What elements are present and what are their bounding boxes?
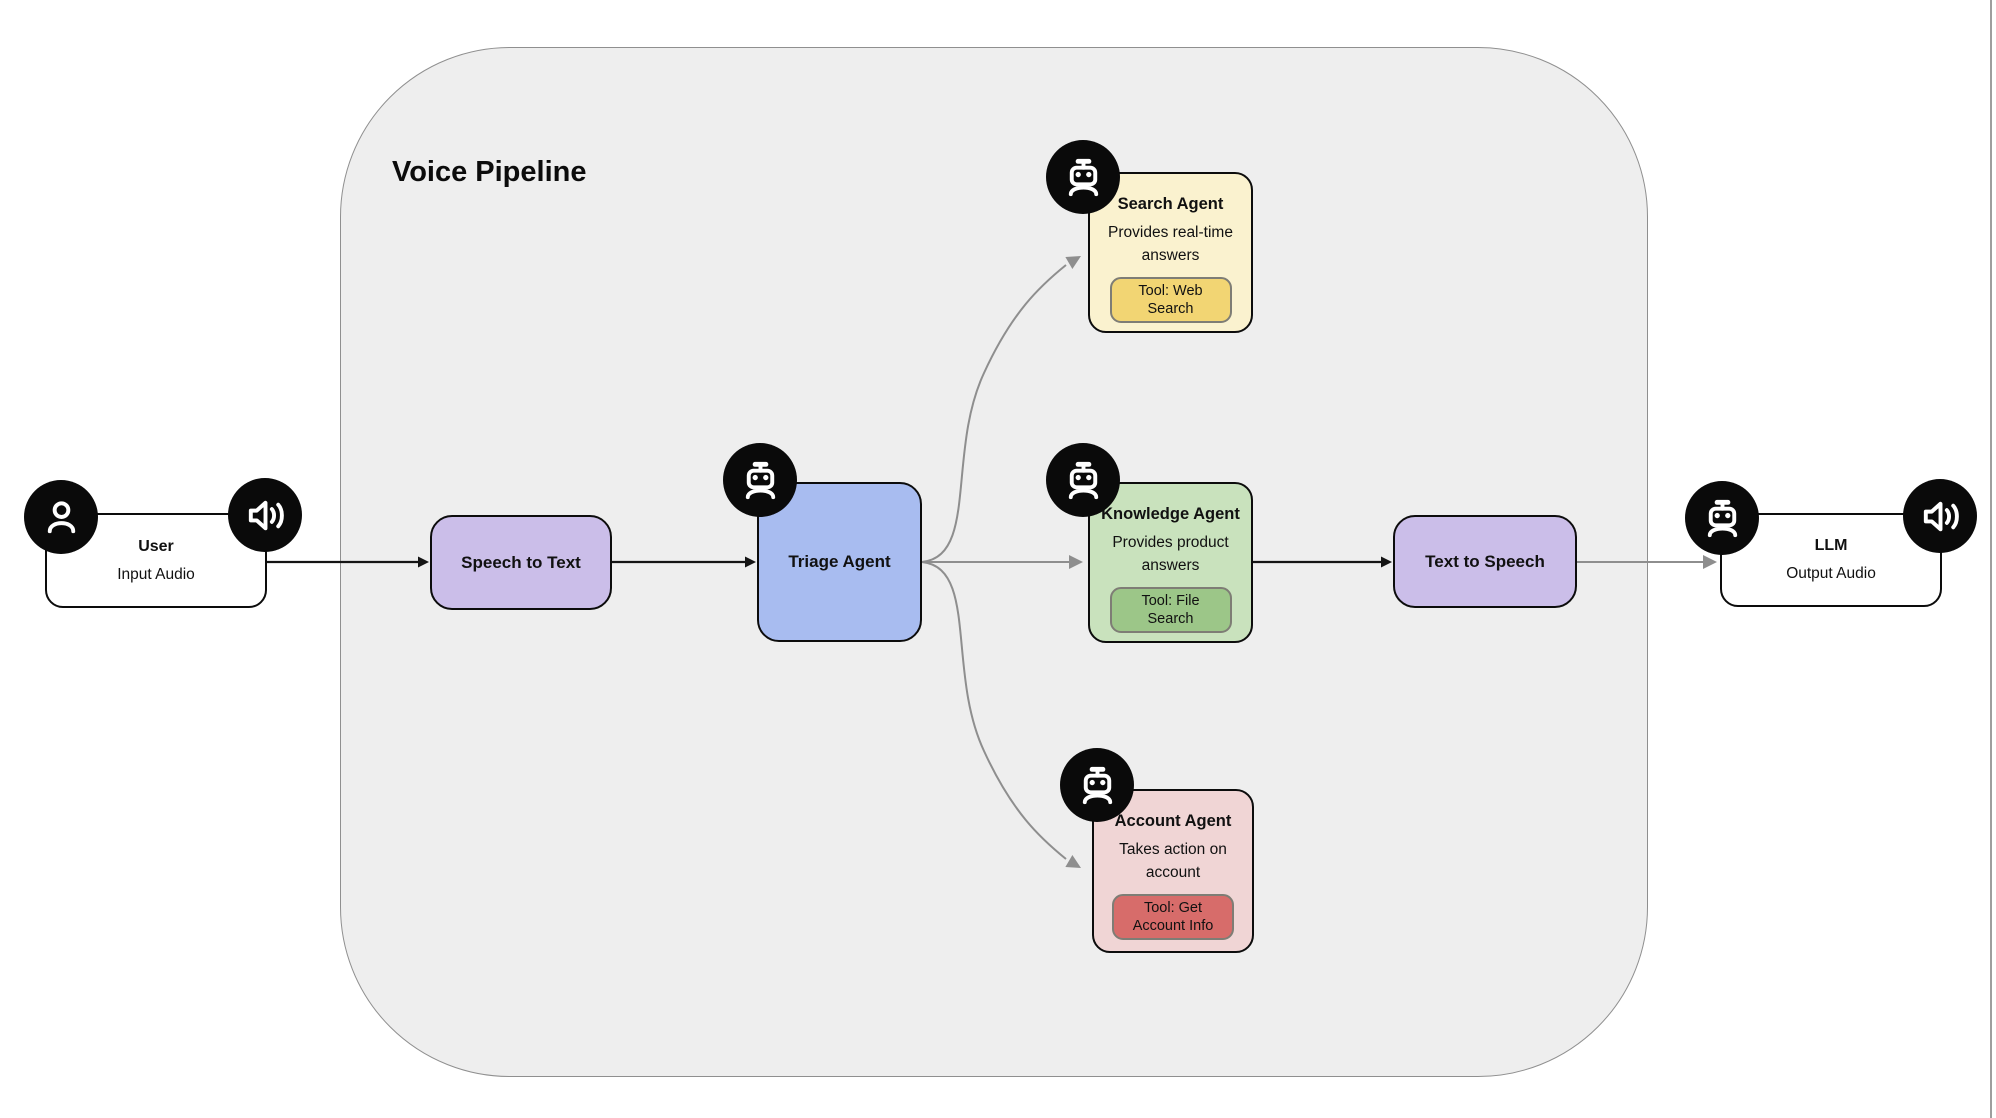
account-agent-badge [1060,748,1134,822]
speaker-icon [1917,493,1964,540]
arrowhead-knowledge-to-tts [1381,556,1392,568]
text-to-speech-label: Text to Speech [1425,551,1545,571]
node-text-to-speech: Text to Speech [1393,515,1577,608]
search-agent-tool-chip: Tool: Web Search [1109,276,1232,323]
triage-agent-label: Triage Agent [788,552,891,571]
edge-triage-to-account [921,561,1067,860]
arrowhead-stt-to-triage [745,556,756,568]
robot-icon [1699,495,1746,542]
input-audio-badge [228,478,302,552]
search-agent-badge [1046,140,1120,214]
knowledge-agent-tool-chip: Tool: File Search [1109,586,1232,633]
arrowhead-triage-to-knowledge [1069,555,1083,569]
screen-right-edge [1990,0,1992,1118]
node-search-agent: Search Agent Provides real-time answers … [1088,172,1253,333]
speaker-icon [242,492,289,539]
robot-icon [1060,457,1107,504]
user-title: User [138,537,174,555]
llm-agent-badge [1685,481,1759,555]
robot-icon [737,457,784,504]
robot-icon [1074,762,1121,809]
arrowhead-triage-to-search [1065,256,1081,270]
arrowhead-user-to-stt [418,556,429,568]
llm-subtitle: Output Audio [1786,565,1876,582]
arrowhead-tts-to-llm [1703,555,1717,569]
node-triage-agent: Triage Agent [757,482,922,642]
knowledge-agent-description: Provides product answers [1112,534,1229,575]
account-agent-tool-chip: Tool: Get Account Info [1112,893,1234,940]
person-icon [38,494,85,541]
search-agent-title: Search Agent [1117,195,1224,213]
account-agent-title: Account Agent [1114,812,1232,830]
node-account-agent: Account Agent Takes action on account To… [1092,789,1254,953]
account-agent-description: Takes action on account [1119,841,1227,882]
robot-icon [1060,154,1107,201]
arrowhead-triage-to-account [1065,854,1081,868]
edge-triage-to-search [921,264,1067,563]
pipeline-title: Voice Pipeline [392,156,587,188]
user-subtitle: Input Audio [117,565,195,583]
knowledge-agent-badge [1046,443,1120,517]
llm-title: LLM [1814,537,1848,554]
triage-agent-badge [723,443,797,517]
search-agent-description: Provides real-time answers [1108,224,1233,265]
user-badge [24,480,98,554]
node-knowledge-agent: Knowledge Agent Provides product answers… [1088,482,1253,643]
node-speech-to-text: Speech to Text [430,515,612,610]
speech-to-text-label: Speech to Text [461,552,581,572]
output-audio-badge [1903,479,1977,553]
knowledge-agent-title: Knowledge Agent [1101,505,1240,523]
